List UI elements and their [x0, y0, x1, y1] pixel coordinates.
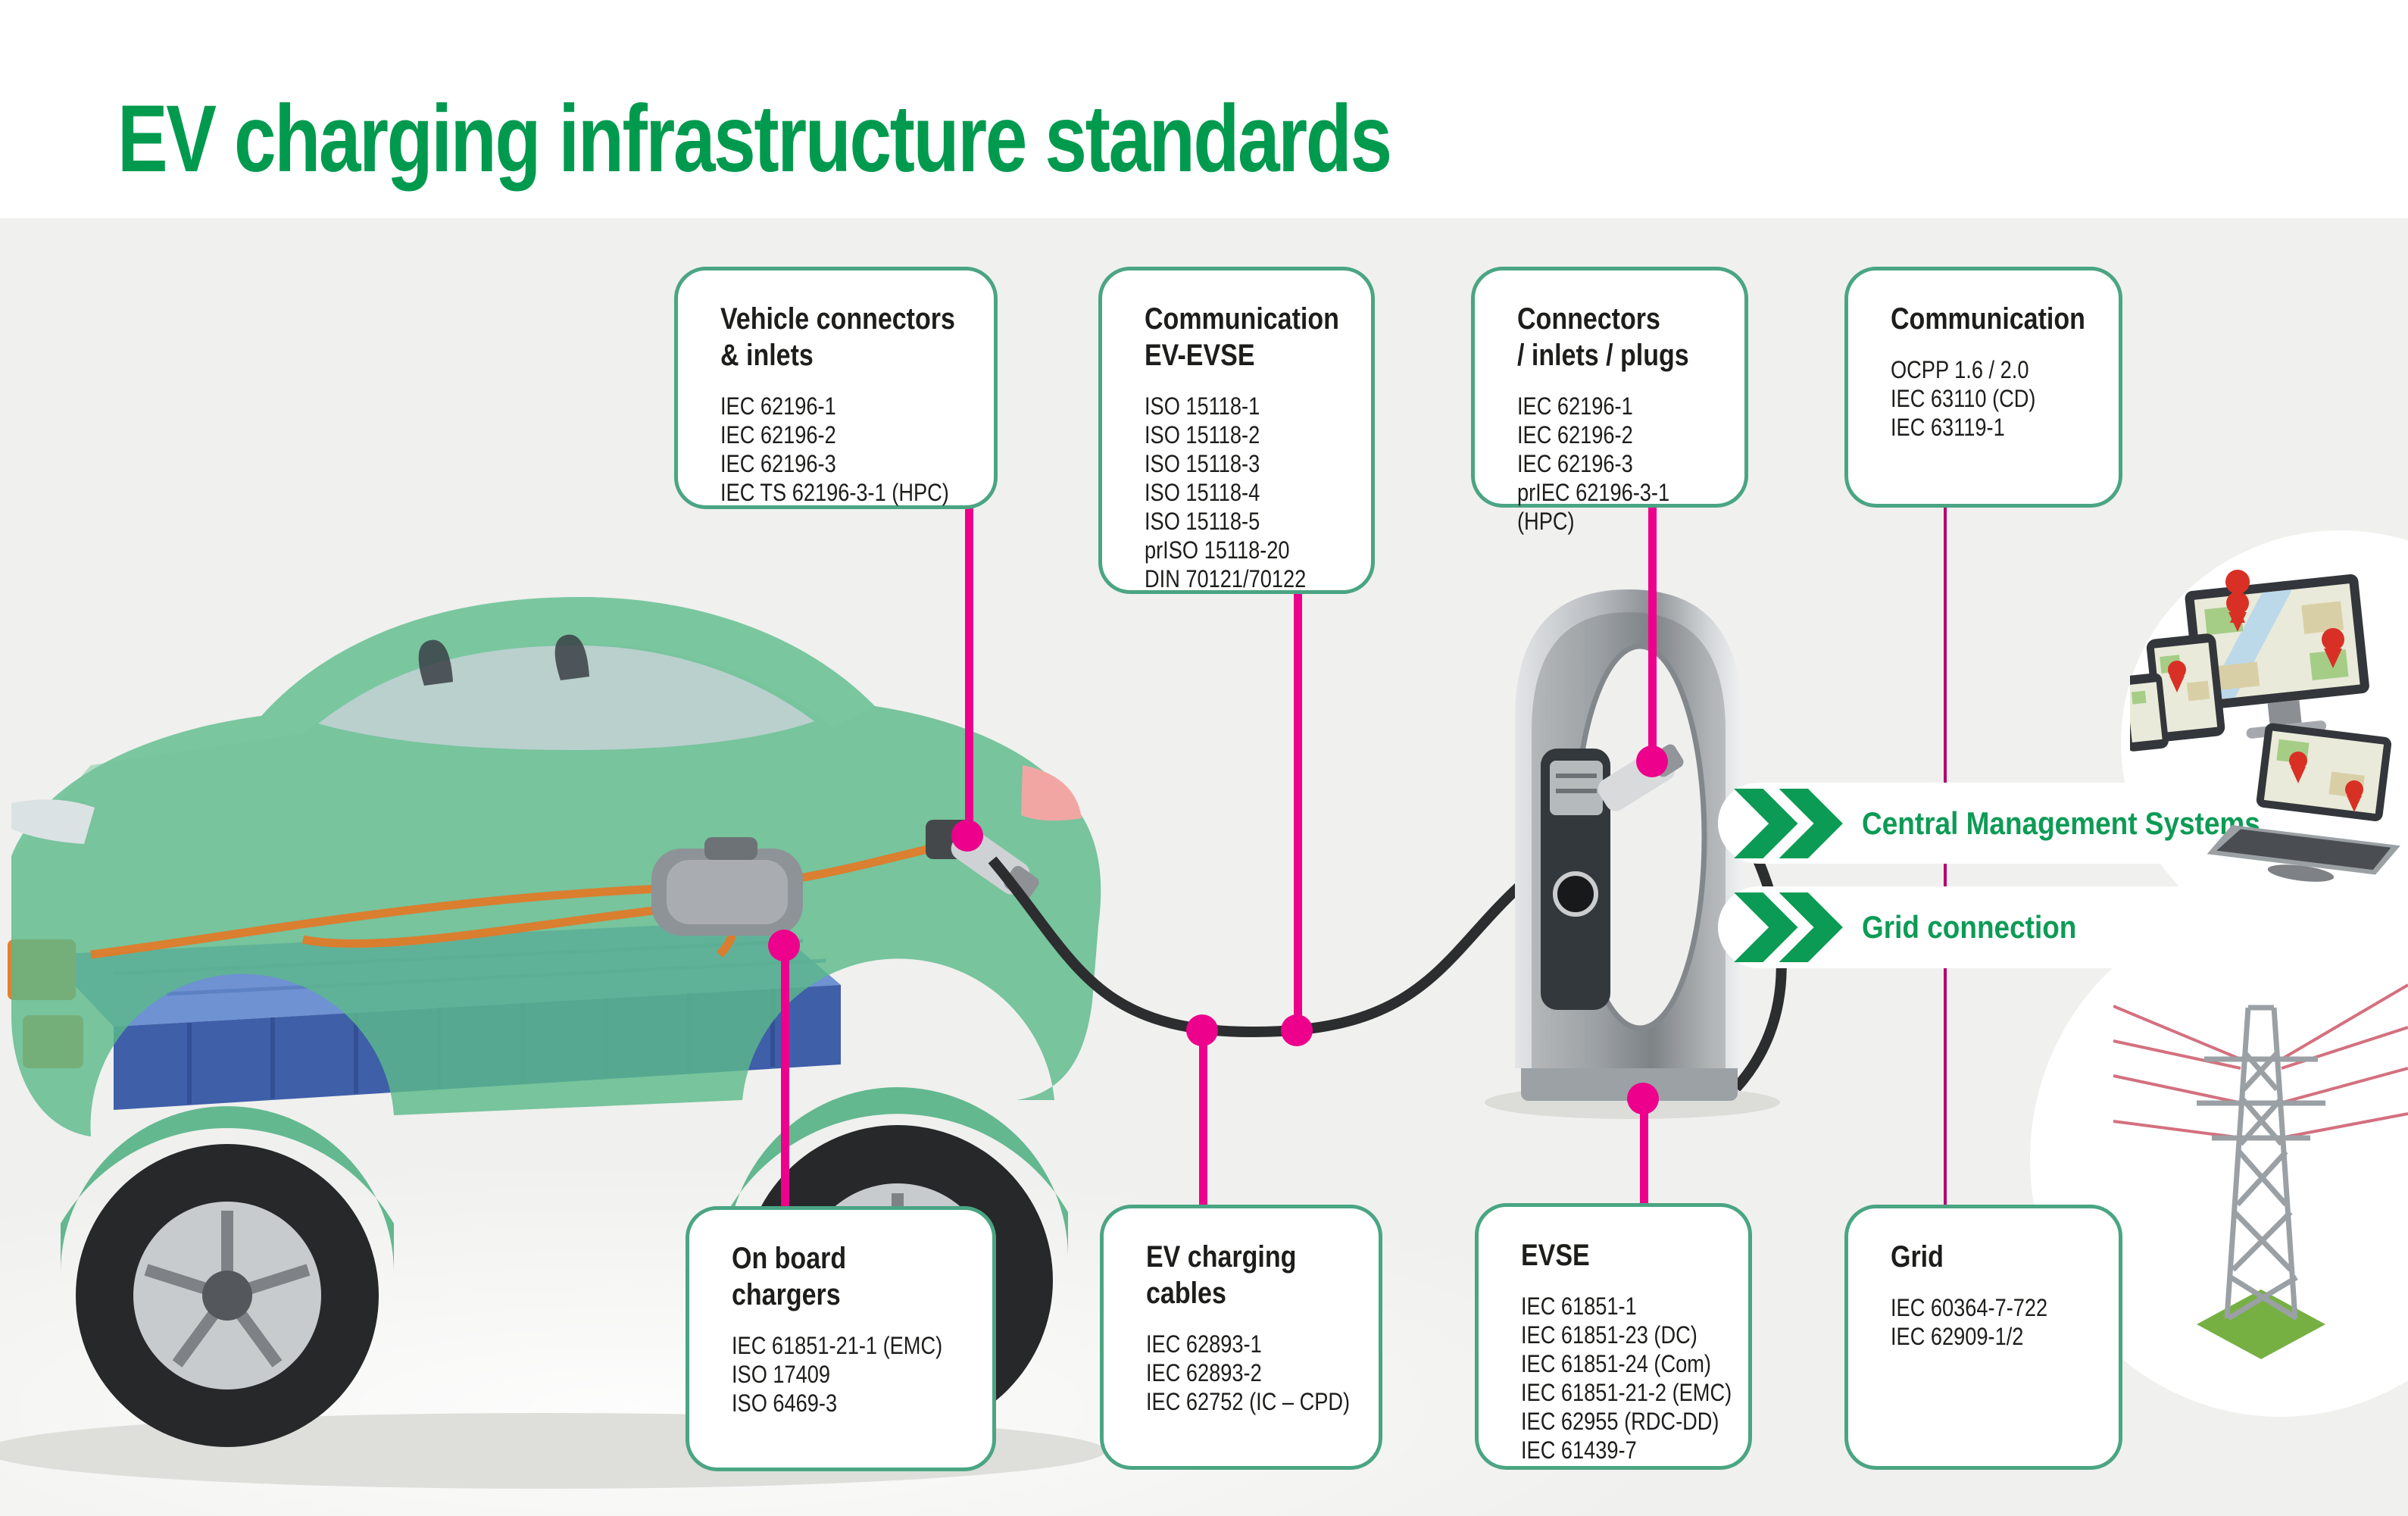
standard-item: OCPP 1.6 / 2.0: [1891, 356, 2029, 383]
standard-item: IEC 61851-21-2 (EMC): [1521, 1379, 1732, 1406]
standard-item: IEC 61851-24 (Com): [1521, 1350, 1711, 1377]
standard-item: IEC 62196-1: [1517, 392, 1633, 420]
front-wheel: [76, 1144, 379, 1447]
connector-line-ev-charging-cables: [1199, 1030, 1207, 1208]
standard-item: IEC 62196-1: [720, 392, 836, 420]
box-heading: Vehicle connectors: [720, 302, 955, 336]
standards-list: IEC 62196-1 IEC 62196-2 IEC 62196-3 IEC …: [720, 392, 977, 507]
standard-item: IEC 62196-3: [1517, 450, 1633, 477]
box-communication-backend: Communication OCPP 1.6 / 2.0 IEC 63110 (…: [1844, 267, 2122, 508]
standard-item: IEC 61439-7: [1521, 1436, 1637, 1464]
tower-lattice: [2197, 1005, 2325, 1321]
connector-dot-station-plug: [1636, 745, 1668, 777]
connector-line-communication-ev-evse: [1294, 591, 1302, 1030]
box-heading: chargers: [732, 1278, 841, 1311]
standard-item: prISO 15118-20: [1145, 536, 1290, 564]
standard-item: IEC 60364-7-722: [1891, 1294, 2048, 1321]
standard-item: prIEC 62196-3-1 (HPC): [1517, 479, 1670, 535]
standard-item: IEC 62752 (IC – CPD): [1146, 1388, 1351, 1415]
onboard-charger-unit: [651, 837, 803, 936]
box-heading: Communication: [1145, 302, 1339, 336]
central-management-label: Central Management Systems: [1862, 805, 2260, 841]
standard-item: IEC 62955 (RDC-DD): [1521, 1408, 1719, 1435]
standard-item: IEC 63119-1: [1891, 414, 2005, 441]
box-onboard-chargers: On board chargers IEC 61851-21-1 (EMC) I…: [686, 1206, 996, 1471]
power-grid-tower-illustration: [2113, 983, 2408, 1359]
box-heading: / inlets / plugs: [1517, 339, 1689, 372]
standard-item: IEC 61851-1: [1521, 1293, 1637, 1320]
standard-item: ISO 6469-3: [732, 1389, 838, 1417]
central-management-devices-illustration: [2130, 570, 2400, 882]
standard-item: ISO 15118-5: [1145, 508, 1260, 535]
box-connectors-inlets-plugs: Connectors / inlets / plugs IEC 62196-1 …: [1471, 267, 1748, 535]
standards-list: IEC 60364-7-722 IEC 62909-1/2: [1891, 1293, 2102, 1351]
standard-item: IEC 62196-2: [1517, 421, 1633, 449]
standard-item: IEC 61851-21-1 (EMC): [732, 1332, 943, 1359]
standard-item: ISO 17409: [732, 1361, 831, 1388]
standard-item: IEC TS 62196-3-1 (HPC): [720, 479, 949, 506]
standard-item: DIN 70121/70122: [1145, 565, 1307, 592]
standards-list: ISO 15118-1 ISO 15118-2 ISO 15118-3 ISO …: [1145, 392, 1354, 593]
standards-list: IEC 62196-1 IEC 62196-2 IEC 62196-3 prIE…: [1517, 392, 1728, 536]
standard-item: IEC 62893-2: [1146, 1359, 1262, 1386]
connector-line-evse: [1640, 1099, 1648, 1206]
double-chevron-right-icon: [1734, 788, 1843, 858]
box-heading: Grid: [1891, 1240, 1944, 1274]
grid-connection-label: Grid connection: [1862, 909, 2077, 945]
standard-item: IEC 63110 (CD): [1891, 385, 2036, 412]
standard-item: ISO 15118-1: [1145, 392, 1260, 420]
connector-line-connectors-plugs: [1648, 506, 1657, 761]
connector-dot-station-base: [1627, 1083, 1659, 1114]
box-ev-charging-cables: EV charging cables IEC 62893-1 IEC 62893…: [1100, 1205, 1382, 1470]
standard-item: IEC 62196-2: [720, 421, 836, 449]
connector-line-vehicle-connectors: [965, 508, 973, 836]
box-grid: Grid IEC 60364-7-722 IEC 62909-1/2: [1844, 1205, 2122, 1470]
double-chevron-right-icon: [1734, 892, 1843, 962]
connector-dot-cable-communication: [1281, 1014, 1313, 1046]
box-heading: EV charging: [1146, 1240, 1297, 1274]
connector-dot-onboard-charger: [768, 930, 800, 961]
standard-item: ISO 15118-3: [1145, 450, 1260, 477]
standards-list: OCPP 1.6 / 2.0 IEC 63110 (CD) IEC 63119-…: [1891, 355, 2102, 442]
box-heading: EVSE: [1521, 1239, 1590, 1272]
page-title: EV charging infrastructure standards: [117, 86, 1392, 192]
standards-list: IEC 61851-1 IEC 61851-23 (DC) IEC 61851-…: [1521, 1292, 1732, 1464]
connector-dot-car-inlet: [951, 820, 983, 852]
box-vehicle-connectors-inlets: Vehicle connectors & inlets IEC 62196-1 …: [674, 267, 998, 509]
box-heading: cables: [1146, 1277, 1226, 1310]
standard-item: IEC 62893-1: [1146, 1330, 1262, 1358]
standard-item: IEC 61851-23 (DC): [1521, 1321, 1697, 1349]
car-seats: [418, 634, 589, 686]
box-heading: Communication: [1891, 302, 2085, 336]
connector-dot-cable: [1186, 1014, 1218, 1046]
standard-item: IEC 62196-3: [720, 450, 836, 477]
standards-list: IEC 61851-21-1 (EMC) ISO 17409 ISO 6469-…: [732, 1331, 976, 1418]
connector-line-onboard-chargers: [781, 946, 789, 1209]
box-evse: EVSE IEC 61851-1 IEC 61851-23 (DC) IEC 6…: [1475, 1203, 1752, 1470]
box-heading: On board: [732, 1242, 847, 1275]
station-panel: [1541, 749, 1610, 1010]
box-communication-ev-evse: Communication EV-EVSE ISO 15118-1 ISO 15…: [1098, 267, 1375, 594]
map-pins: [2168, 570, 2363, 812]
standard-item: IEC 62909-1/2: [1891, 1323, 2024, 1350]
grid-connection-label-strip: Grid connection: [1718, 886, 2408, 968]
box-heading: EV-EVSE: [1145, 339, 1255, 372]
box-heading: Connectors: [1517, 302, 1660, 336]
standard-item: ISO 15118-4: [1145, 479, 1260, 506]
standards-list: IEC 62893-1 IEC 62893-2 IEC 62752 (IC – …: [1146, 1330, 1362, 1416]
standard-item: ISO 15118-2: [1145, 421, 1260, 449]
box-heading: & inlets: [720, 339, 814, 372]
